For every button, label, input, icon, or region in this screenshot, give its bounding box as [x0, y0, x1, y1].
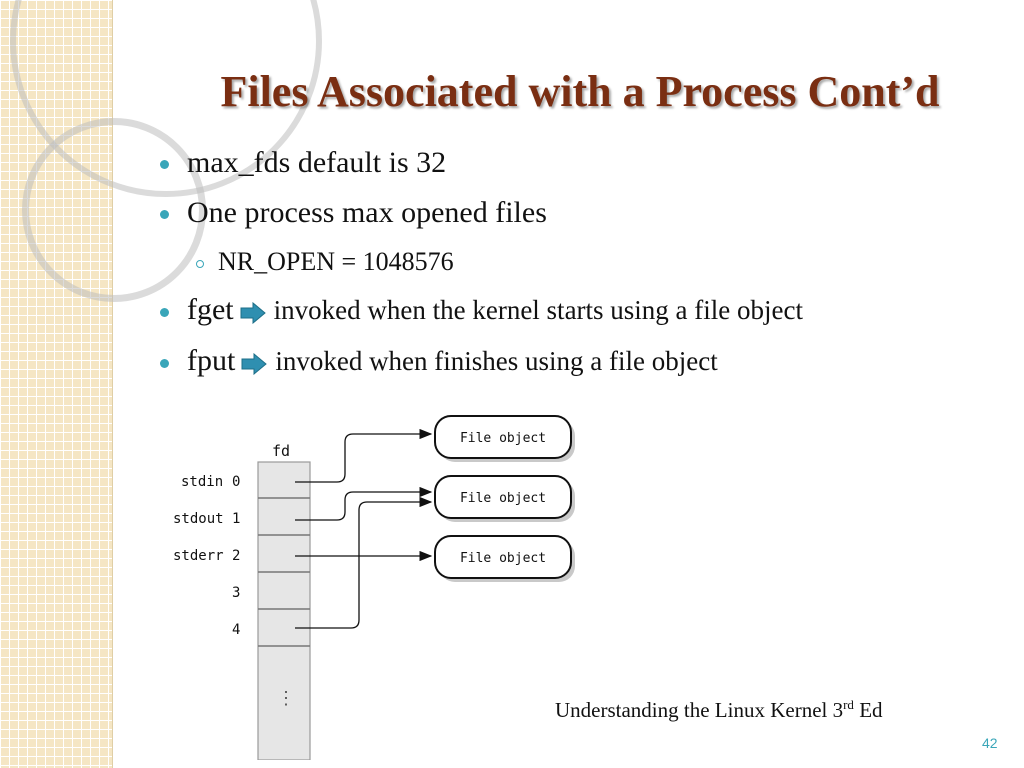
fget-description: invoked when the kernel starts using a f… [273, 295, 803, 325]
page-number: 42 [982, 735, 998, 751]
term-fput: fput [187, 344, 236, 377]
file-object-box: File object [434, 415, 575, 462]
row-label-stderr: stderr [173, 548, 224, 564]
bullet-fput: fput invoked when finishes using a file o… [187, 344, 718, 380]
row-label-stdout: stdout [173, 511, 224, 527]
caption-main: Understanding the Linux Kernel 3 [555, 698, 844, 722]
caption-suffix: Ed [859, 698, 883, 722]
bullet-marker-icon [160, 210, 169, 219]
row-label-stdin: stdin [181, 474, 223, 490]
row-index-0: 0 [232, 474, 240, 490]
file-object-box: File object [434, 475, 575, 522]
fd-header-label: fd [272, 442, 290, 460]
bullet-max-fds: max_fds default is 32 [187, 146, 447, 179]
bullet-fget: fget invoked when the kernel starts using… [187, 293, 803, 329]
sub-bullet-marker-icon [196, 260, 204, 268]
bullet-max-opened-files: One process max opened files [187, 196, 547, 229]
file-object-label: File object [460, 431, 546, 446]
source-caption: Understanding the Linux Kernel 3rd Ed [555, 697, 883, 723]
decorative-ring [22, 118, 206, 302]
bullet-marker-icon [160, 160, 169, 169]
bullet-marker-icon [160, 359, 169, 368]
row-index-1: 1 [232, 511, 240, 527]
fd-array-diagram: fd stdin 0 stdout 1 stderr 2 3 4 ⋮ File … [173, 415, 575, 760]
file-object-label: File object [460, 491, 546, 506]
file-object-box: File object [434, 535, 575, 582]
pointer-arrow [295, 428, 433, 483]
pointer-arrow [295, 486, 433, 521]
caption-superscript: rd [843, 697, 854, 712]
right-arrow-icon [241, 352, 268, 380]
slide-title: Files Associated with a Process Cont’d [220, 67, 940, 116]
term-fget: fget [187, 293, 234, 326]
file-object-label: File object [460, 551, 546, 566]
fd-array-column [257, 461, 311, 760]
ellipsis-more-slots: ⋮ [277, 688, 295, 709]
row-index-3: 3 [232, 585, 240, 601]
fput-description: invoked when finishes using a file objec… [275, 346, 718, 376]
row-index-2: 2 [232, 548, 240, 564]
row-index-4: 4 [232, 622, 240, 638]
right-arrow-icon [240, 301, 266, 329]
bullet-marker-icon [160, 308, 169, 317]
sub-bullet-nr-open: NR_OPEN = 1048576 [218, 247, 454, 276]
pointer-arrow [295, 496, 433, 629]
